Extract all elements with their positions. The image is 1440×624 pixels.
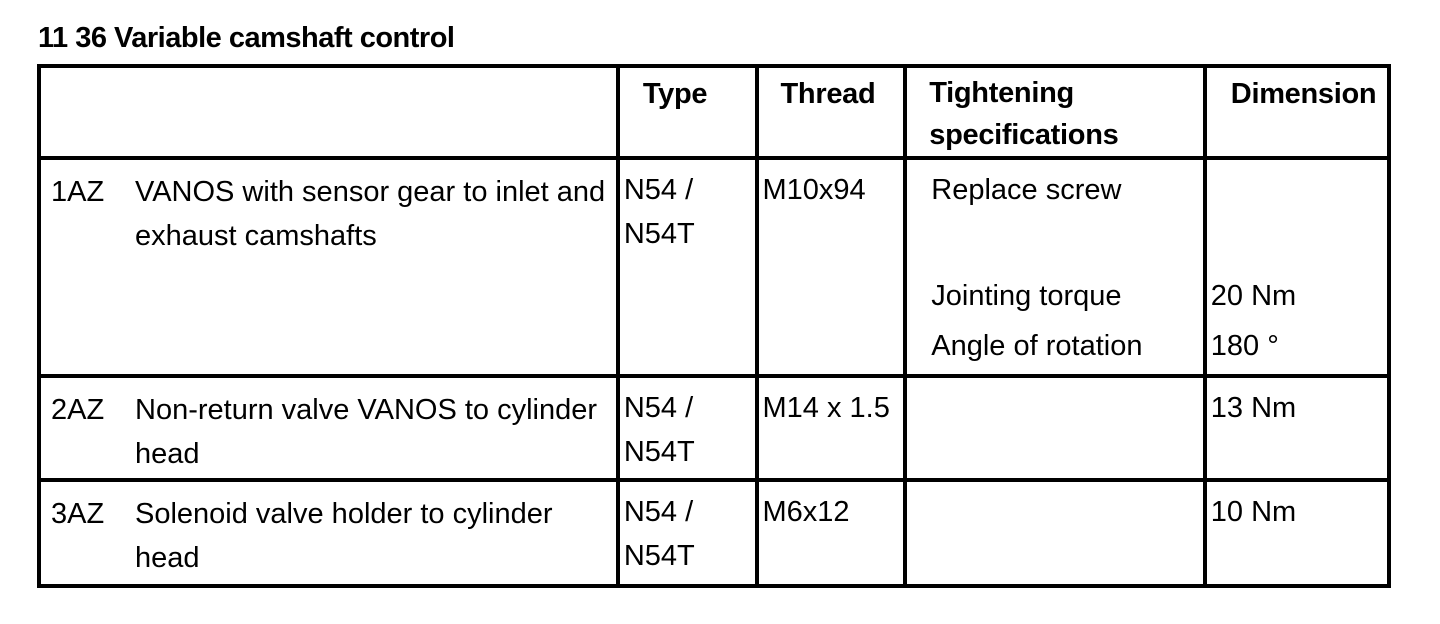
dimension-value: 10 Nm (1210, 496, 1297, 528)
row-type-cell: N54 / N54T (615, 478, 759, 588)
table-row: 3AZ Solenoid valve holder to cylinder he… (37, 478, 1392, 588)
dimension-value: 13 Nm (1210, 392, 1297, 424)
row-description-cell: 2AZ Non-return valve VANOS to cylinder h… (37, 374, 620, 482)
row-type-cell: N54 / N54T (615, 156, 759, 378)
header-thread: Thread (754, 64, 908, 160)
header-dimension: Dimension (1202, 64, 1392, 160)
row-description: VANOS with sensor gear to inlet and exha… (135, 176, 606, 252)
row-tightening-cell (903, 478, 1207, 588)
tightening-spec-table: Type Thread Tightening specifications Di… (37, 64, 1392, 588)
header-type: Type (615, 64, 759, 160)
table-row: 2AZ Non-return valve VANOS to cylinder h… (37, 374, 1392, 482)
row-description-cell: 1AZ VANOS with sensor gear to inlet and … (37, 156, 620, 378)
row-tightening-cell: Replace screw Jointing torque Angle of r… (903, 156, 1207, 378)
row-tightening-cell (903, 374, 1207, 482)
header-description (37, 64, 620, 160)
header-tightening-specifications: Tightening specifications (903, 64, 1207, 160)
row-thread-cell: M10x94 (754, 156, 908, 378)
row-description: Non-return valve VANOS to cylinder head (135, 394, 598, 470)
table-row: 1AZ VANOS with sensor gear to inlet and … (37, 156, 1392, 378)
row-dimension-cell: 13 Nm (1202, 374, 1392, 482)
row-description-cell: 3AZ Solenoid valve holder to cylinder he… (37, 478, 620, 588)
tightening-note: Angle of rotation (931, 330, 1143, 362)
row-dimension-cell: 10 Nm (1202, 478, 1392, 588)
row-thread-cell: M6x12 (754, 478, 908, 588)
dimension-value: 180 ° (1210, 330, 1279, 362)
tightening-note: Replace screw (931, 174, 1122, 206)
row-thread-cell: M14 x 1.5 (754, 374, 908, 482)
tightening-note: Jointing torque (931, 280, 1122, 312)
row-code: 2AZ (51, 394, 105, 426)
row-dimension-cell: 20 Nm 180 ° (1202, 156, 1392, 378)
table-header-row: Type Thread Tightening specifications Di… (37, 64, 1392, 160)
row-description: Solenoid valve holder to cylinder head (135, 498, 553, 574)
row-type-cell: N54 / N54T (615, 374, 759, 482)
dimension-value: 20 Nm (1210, 280, 1297, 312)
row-code: 1AZ (51, 176, 105, 208)
row-code: 3AZ (51, 498, 105, 530)
document-title: 11 36 Variable camshaft control (38, 22, 455, 54)
